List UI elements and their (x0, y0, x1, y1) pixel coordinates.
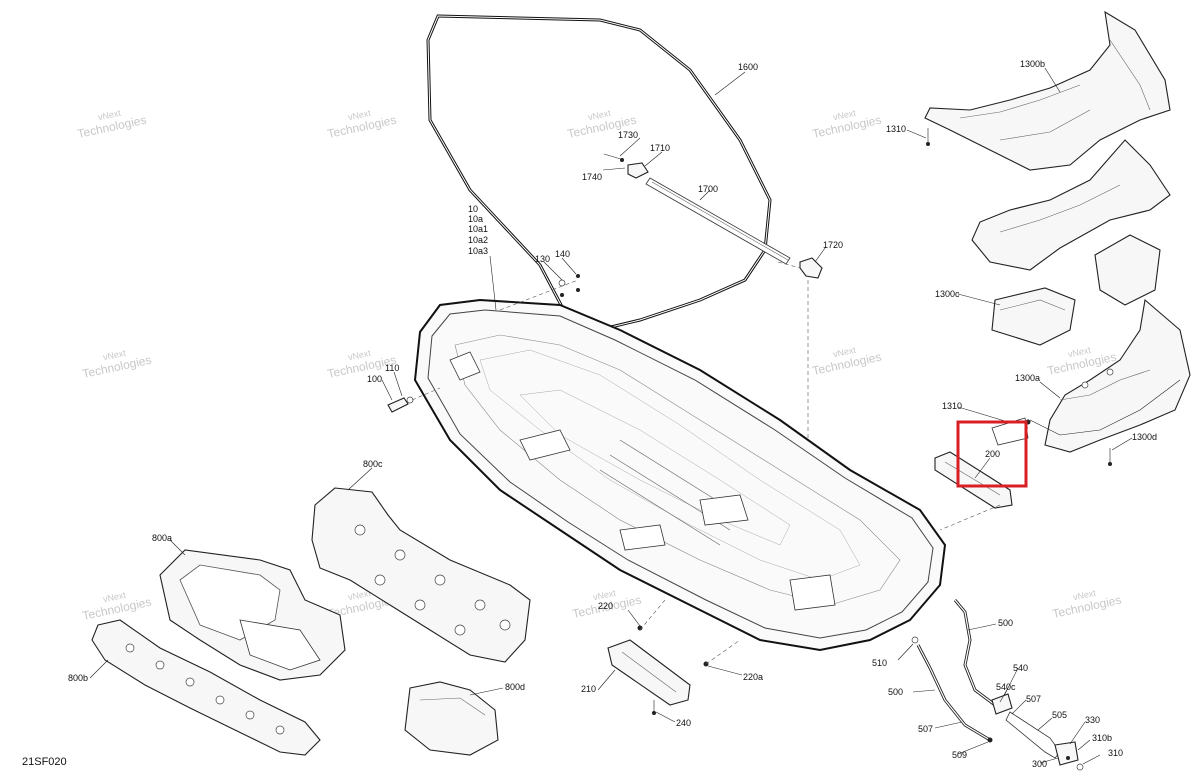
label-800d: 800d (505, 682, 525, 692)
part-800c (311, 487, 531, 663)
watermark: vNext Technologies (326, 348, 397, 381)
cap-1720 (799, 257, 823, 279)
label-310b: 310b (1092, 733, 1112, 743)
label-540: 540 (1013, 663, 1028, 673)
label-200: 200 (985, 449, 1000, 459)
label-140: 140 (555, 249, 570, 259)
label-1300d: 1300d (1132, 432, 1157, 442)
highlight-box (956, 420, 1028, 488)
label-500-b: 500 (888, 687, 903, 697)
bolt-100 (387, 397, 409, 413)
label-1730: 1730 (618, 130, 638, 140)
valve-300 (1054, 741, 1084, 771)
screw-1310 (926, 128, 930, 146)
svg-text:vNext: vNext (347, 588, 372, 603)
label-1300b: 1300b (1020, 59, 1045, 69)
label-130: 130 (535, 254, 550, 264)
label-210: 210 (581, 684, 596, 694)
bolt-220a (703, 639, 741, 667)
label-110: 110 (385, 363, 399, 373)
label-509: 509 (952, 750, 967, 760)
svg-text:vNext: vNext (592, 588, 617, 603)
clip-509 (987, 737, 993, 743)
svg-text:vNext: vNext (1072, 588, 1097, 603)
label-220a: 220a (743, 672, 763, 682)
watermark: vNext Technologies (1051, 588, 1122, 621)
label-540c: 540c (996, 682, 1016, 692)
trim-200 (934, 417, 1029, 509)
label-10a3: 10a3 (468, 246, 488, 256)
svg-text:vNext: vNext (832, 108, 857, 123)
label-505: 505 (1052, 710, 1067, 720)
part-800a (159, 549, 346, 681)
label-10a: 10a (468, 214, 483, 224)
svg-text:vNext: vNext (102, 348, 127, 363)
label-500: 500 (998, 618, 1013, 628)
washer-110 (406, 396, 414, 404)
label-1720: 1720 (823, 240, 843, 250)
part-800d (404, 681, 499, 756)
label-330: 330 (1085, 715, 1100, 725)
label-800b: 800b (68, 673, 88, 683)
part-1300a (1029, 298, 1191, 453)
svg-text:vNext: vNext (347, 348, 372, 363)
leader-lines (89, 67, 1133, 765)
fitting-505 (1005, 711, 1061, 759)
part-1300d (1108, 448, 1112, 466)
part-1300c (971, 139, 1171, 346)
label-1600: 1600 (738, 62, 758, 72)
watermark: vNext Technologies (81, 590, 152, 623)
label-1710: 1710 (650, 143, 670, 153)
svg-text:vNext: vNext (347, 108, 372, 123)
label-10: 10 (468, 204, 478, 214)
svg-text:vNext: vNext (97, 108, 122, 123)
hose-500 (916, 599, 996, 742)
label-507: 507 (1026, 694, 1041, 704)
label-10a2: 10a2 (468, 235, 488, 245)
watermark: vNext Technologies (81, 348, 152, 381)
diagram-code: 21SF020 (22, 756, 67, 768)
seal-1600 (426, 14, 772, 334)
watermark: vNext Technologies (811, 108, 882, 141)
label-220: 220 (598, 601, 613, 611)
label-1310: 1310 (886, 124, 906, 134)
label-1300c: 1300c (935, 289, 960, 299)
fitting-540 (991, 693, 1013, 715)
svg-text:vNext: vNext (102, 590, 127, 605)
label-10a1: 10a1 (468, 224, 488, 234)
bolt-220 (637, 599, 666, 631)
label-800a: 800a (152, 533, 172, 543)
svg-text:vNext: vNext (1067, 345, 1092, 360)
screw-240 (652, 700, 656, 715)
label-100: 100 (367, 374, 382, 384)
fastener-140 (576, 274, 580, 292)
label-510: 510 (872, 658, 887, 668)
watermark: vNext Technologies (326, 108, 397, 141)
svg-text:vNext: vNext (587, 108, 612, 123)
label-507-b: 507 (918, 724, 933, 734)
watermark: vNext Technologies (76, 108, 147, 141)
part-800b (91, 619, 321, 756)
svg-text:vNext: vNext (832, 345, 857, 360)
watermark: vNext Technologies (811, 345, 882, 378)
hull-10 (413, 298, 947, 652)
fitting-510 (911, 636, 919, 644)
label-1310-b: 1310 (942, 401, 962, 411)
label-300: 300 (1032, 759, 1047, 769)
plate-210 (607, 639, 691, 706)
clip-1710 (627, 162, 649, 179)
label-310: 310 (1108, 748, 1123, 758)
fastener-130 (558, 279, 566, 297)
part-1300b (924, 10, 1171, 171)
screw-1730 (603, 153, 625, 162)
label-800c: 800c (363, 459, 383, 469)
label-1700: 1700 (698, 184, 718, 194)
label-1740: 1740 (582, 172, 602, 182)
label-1300a: 1300a (1015, 373, 1040, 383)
callout-labels: 1600 1730 1710 1740 1700 1720 10 10a 10a… (68, 59, 1157, 769)
label-240: 240 (676, 718, 691, 728)
